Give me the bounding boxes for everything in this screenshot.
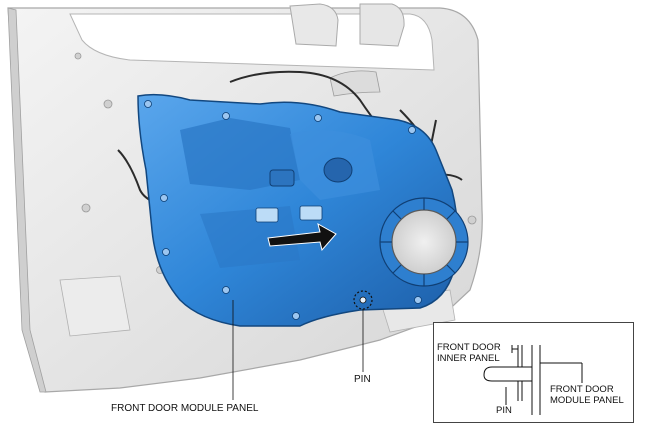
inset-inner-panel-label: FRONT DOOR INNER PANEL [437,342,501,364]
module-panel-label: FRONT DOOR MODULE PANEL [111,403,259,414]
inset-module-panel-label: FRONT DOOR MODULE PANEL [550,384,624,406]
inset-module-panel-line1: FRONT DOOR [550,384,614,395]
speaker-opening [379,197,469,287]
inset-module-panel-line2: MODULE PANEL [550,394,624,406]
inset-inner-panel-line2: INNER PANEL [437,352,500,364]
inset-inner-panel-line1: FRONT DOOR [437,342,501,353]
leader-lines [232,300,364,400]
removal-direction-arrow [267,223,337,252]
inset-pin-label: PIN [496,405,512,416]
pin-cross-section-inset: FRONT DOOR INNER PANEL PIN FRONT DOOR MO… [433,322,634,423]
front-door-module-panel [137,93,459,327]
cross-section-drawing [483,345,583,415]
pin-location-marker [353,290,373,310]
pin-label: PIN [354,374,371,385]
